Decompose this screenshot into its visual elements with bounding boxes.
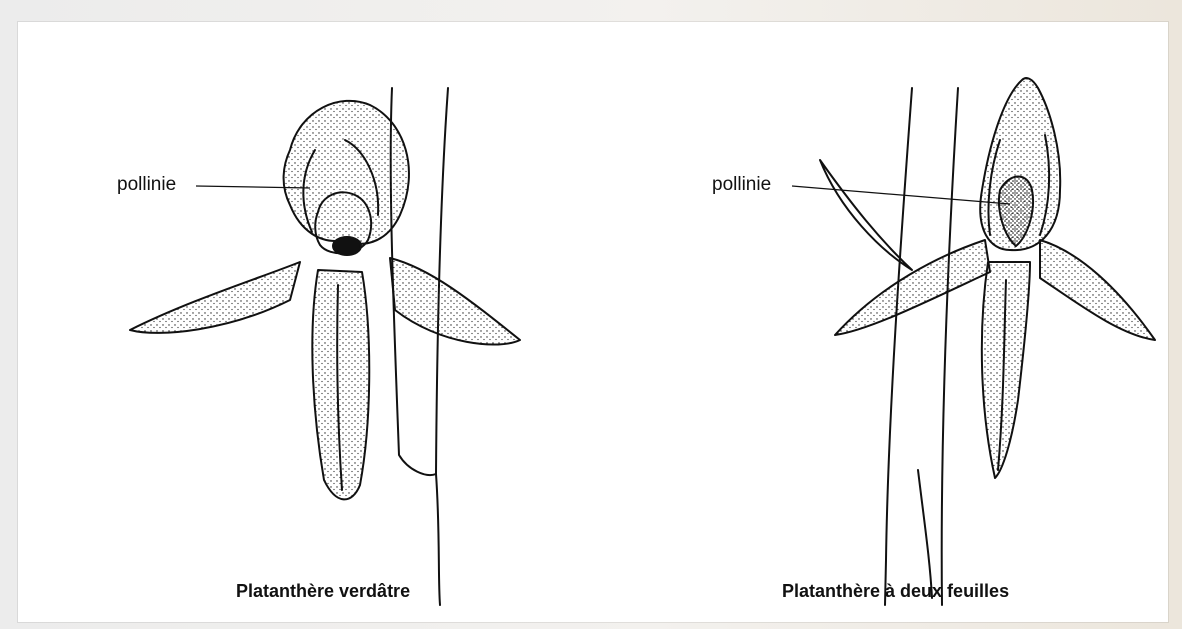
right-pollinia-leader-line: [792, 186, 1010, 204]
left-caption: Platanthère verdâtre: [236, 581, 410, 602]
left-sepal-left: [130, 262, 300, 333]
right-orchid-drawing: [820, 78, 1155, 605]
right-stem-right: [942, 88, 958, 605]
right-bract: [820, 160, 912, 270]
left-spur-opening: [333, 237, 361, 255]
right-pollinia-label: pollinie: [712, 174, 771, 196]
left-orchid-drawing: [130, 88, 520, 605]
left-sepal-right: [390, 258, 520, 345]
right-caption: Platanthère à deux feuilles: [782, 581, 1009, 602]
left-pollinia-label: pollinie: [117, 174, 176, 196]
right-sepal-right: [1040, 240, 1155, 340]
left-hood: [284, 101, 409, 244]
right-sepal-left: [835, 240, 990, 335]
right-stem: [885, 88, 912, 605]
